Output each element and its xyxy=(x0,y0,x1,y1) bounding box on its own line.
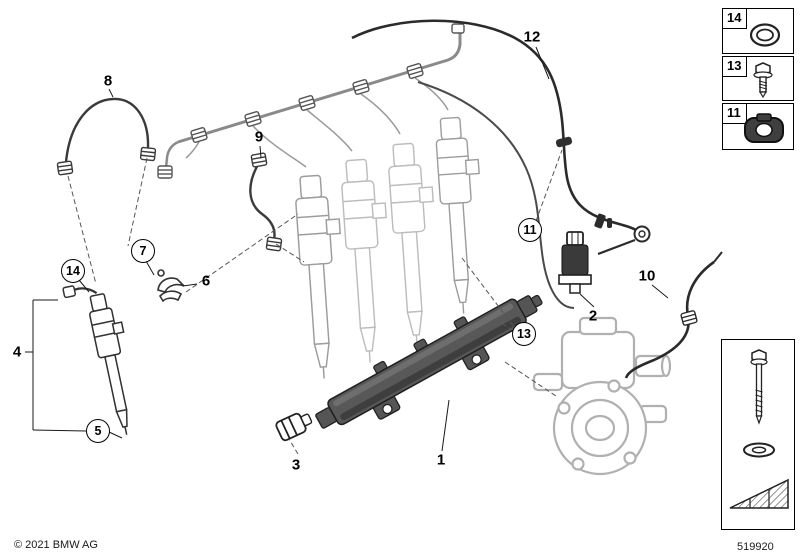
dark-injector-drawing xyxy=(62,285,146,438)
return-hose-drawing xyxy=(417,81,575,309)
high-pressure-pump-drawing xyxy=(532,316,672,476)
callout-4: 4 xyxy=(12,343,22,361)
rail-plug-drawing xyxy=(275,412,313,442)
callout-10: 10 xyxy=(638,267,656,285)
callout-14-circled: 14 xyxy=(61,259,85,283)
injector-3-drawing xyxy=(386,141,444,349)
inset-label-11: 11 xyxy=(723,104,747,124)
fuel-rail-drawing xyxy=(315,294,543,429)
callout-1: 1 xyxy=(436,451,446,469)
injector-clamp-drawing xyxy=(157,269,185,303)
o-ring-icon xyxy=(749,23,781,47)
mounting-bolt-icon xyxy=(750,349,768,425)
inset-label-14: 14 xyxy=(723,9,748,29)
inset-box-oring: 14 xyxy=(722,8,794,54)
callout-3: 3 xyxy=(291,456,301,474)
dashed-construction-lines xyxy=(67,149,563,455)
leader-lines xyxy=(25,46,669,452)
callout-11-circled: 11 xyxy=(518,218,542,242)
inset-box-screw: 13 xyxy=(722,56,794,101)
inset-box-hardware xyxy=(721,339,795,530)
copyright-text: © 2021 BMW AG xyxy=(14,539,98,551)
inset-box-grommet: 11 xyxy=(722,103,794,150)
injection-pipe-8-drawing xyxy=(56,97,157,176)
injection-pipe-9-drawing xyxy=(249,152,283,252)
callout-8: 8 xyxy=(103,72,113,90)
fuel-return-line-drawing xyxy=(351,19,651,256)
line-grommet-drawing xyxy=(555,136,573,148)
leak-off-rail-drawing xyxy=(157,23,465,179)
callout-2: 2 xyxy=(588,307,598,325)
sealant-wedge-icon xyxy=(729,478,789,509)
injector-2-drawing xyxy=(339,157,397,365)
callout-7-circled: 7 xyxy=(131,239,155,263)
banjo-fitting-icon xyxy=(633,225,651,243)
doc-number-text: 519920 xyxy=(737,541,774,553)
callout-5-circled: 5 xyxy=(86,419,110,443)
pressure-regulator-drawing xyxy=(558,231,592,294)
hardware-icons xyxy=(729,349,789,509)
callout-9: 9 xyxy=(254,128,264,146)
grommet-icon xyxy=(744,113,784,143)
injector-1-drawing xyxy=(293,173,351,381)
inset-label-13: 13 xyxy=(723,57,748,77)
fuel-feed-line-10-drawing xyxy=(624,251,723,379)
injector-4-drawing xyxy=(433,115,490,316)
seal-washer-icon xyxy=(743,442,775,458)
screw-icon xyxy=(753,62,773,99)
callout-13-circled: 13 xyxy=(512,322,536,346)
callout-6: 6 xyxy=(201,272,211,290)
callout-12: 12 xyxy=(523,28,541,46)
